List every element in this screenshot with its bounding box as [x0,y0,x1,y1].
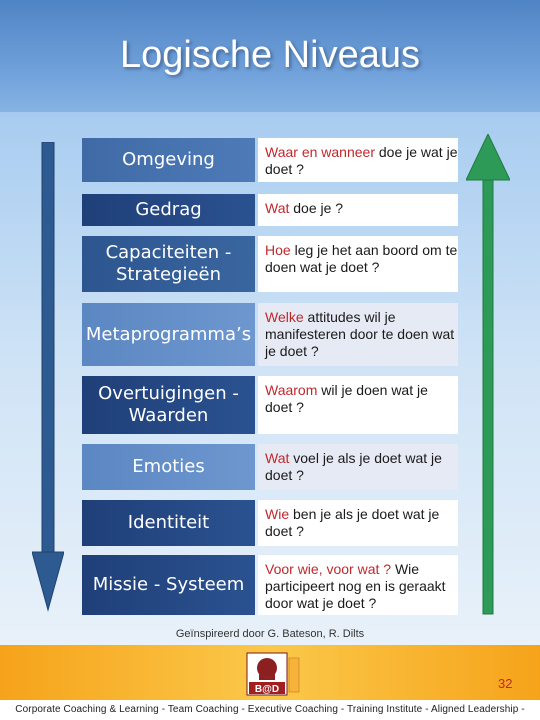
level-name: Metaprogramma’s [82,303,255,366]
up-arrow-icon [466,134,510,615]
level-row: Emoties Wat voel je als je doet wat je do… [82,444,458,490]
level-question: Wat doe je ? [258,194,458,226]
question-text: wil je doen wat je doet ? [265,382,428,415]
level-name-line: Omgeving [122,149,215,170]
level-name-line: Capaciteiten - [105,242,232,263]
question-text: leg je het aan boord om te doen wat je d… [265,242,458,275]
logo-text: B@D [255,684,279,695]
level-question: Voor wie, voor wat ? Wie participeert no… [258,555,458,615]
question-keyword: Wat [265,200,290,216]
page-number: 32 [498,676,513,691]
level-name-line: Missie - Systeem [92,574,245,595]
level-row: Gedrag Wat doe je ? [82,194,458,226]
level-name: Gedrag [82,194,255,226]
down-arrow-icon [32,142,64,612]
level-question: Hoe leg je het aan boord om te doen wat … [258,236,458,292]
question-text: Wie participeert nog en is geraakt door … [265,561,446,611]
question-text: ben je als je doet wat je doet ? [265,506,440,539]
level-name-line: Overtuigingen - [98,383,239,404]
question-keyword: Voor wie, voor wat ? [265,561,392,577]
level-name-line: Gedrag [135,199,202,220]
level-name: Missie - Systeem [82,555,255,615]
question-keyword: Wat [265,450,290,466]
level-name-line: Identiteit [127,512,210,533]
level-name-line: Strategieën [115,264,222,285]
level-row: Omgeving Waar en wanneer doe je wat je do… [82,138,458,182]
question-keyword: Wie [265,506,290,522]
level-name: Emoties [82,444,255,490]
level-question: Wat voel je als je doet wat je doet ? [258,444,458,490]
slide-title: Logische Niveaus [120,34,420,76]
level-name-line: Waarden [128,405,209,426]
level-question: Welke attitudes wil je manifesteren door… [258,303,458,366]
header-band [0,0,540,112]
question-keyword: Hoe [265,242,291,258]
question-keyword: Waarom [265,382,318,398]
level-name-line: Emoties [132,456,205,477]
question-text: doe je wat je doet ? [265,144,458,177]
level-name: Identiteit [82,500,255,546]
level-name: Overtuigingen -Waarden [82,376,255,434]
level-name: Omgeving [82,138,255,182]
level-row: Identiteit Wie ben je als je doet wat je … [82,500,458,546]
level-row: Metaprogramma’s Welke attitudes wil je ma… [82,303,458,366]
credit-text: Geïnspireerd door G. Bateson, R. Dilts [175,628,365,640]
level-name: Capaciteiten -Strategieën [82,236,255,292]
question-text: doe je ? [289,200,344,216]
company-logo: B@D [246,652,300,696]
level-question: Wie ben je als je doet wat je doet ? [258,500,458,546]
question-text: attitudes wil je manifesteren door te do… [265,309,455,359]
level-name-line: Metaprogramma’s [85,323,252,345]
question-keyword: Welke [265,309,304,325]
question-keyword: Waar en wanneer [265,144,375,160]
footer-text: Corporate Coaching & Learning - Team Coa… [0,700,540,720]
level-question: Waarom wil je doen wat je doet ? [258,376,458,434]
level-question: Waar en wanneer doe je wat je doet ? [258,138,458,182]
level-row: Missie - Systeem Voor wie, voor wat ? Wie… [82,555,458,615]
question-text: voel je als je doet wat je doet ? [265,450,442,483]
